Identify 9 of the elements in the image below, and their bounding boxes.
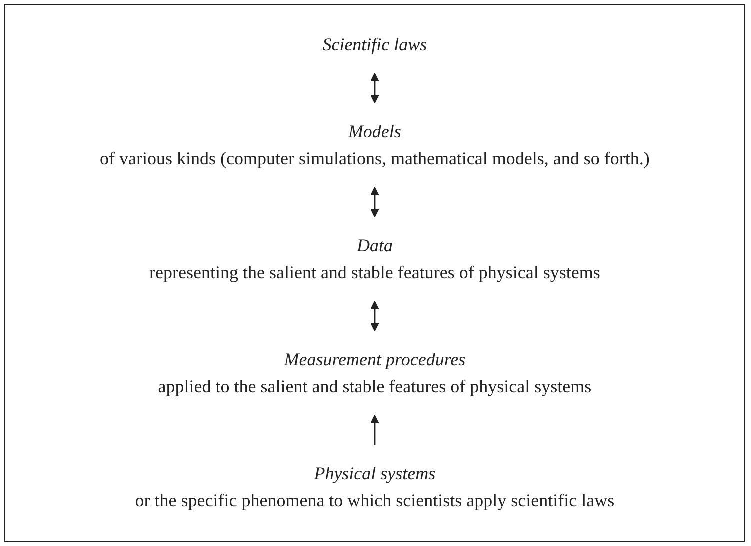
node-text: Scientific laws — [322, 34, 427, 54]
node-text: Measurement procedures applied to the salient and stable features of physical systems — [158, 350, 592, 396]
arrow — [370, 73, 379, 104]
node-text: Physical systems or the specific phenomena to which scientists apply scientific laws — [134, 464, 614, 510]
arrow — [370, 187, 379, 218]
node-text: Data representing the salient and stable features of physical systems — [149, 236, 600, 282]
arrow — [370, 301, 379, 332]
arrow — [370, 415, 379, 446]
node-text: Models of various kinds (computer simulations, mathematical models, and so forth.) — [100, 122, 650, 168]
